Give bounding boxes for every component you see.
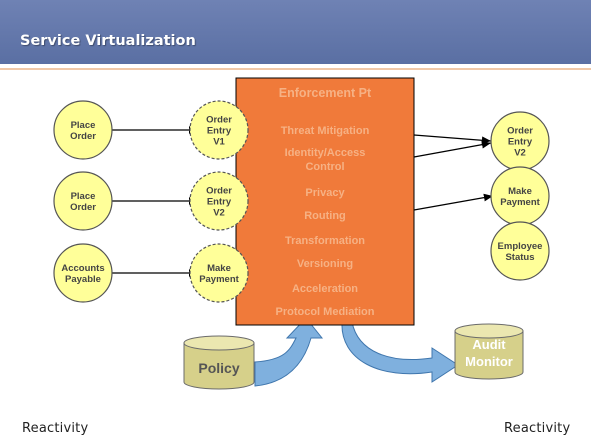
place-order-2-circle xyxy=(53,171,113,231)
place-order-2-label-line-2: Order xyxy=(70,202,96,213)
arrow-enforcement-to-order-entry-v2-a xyxy=(413,134,492,145)
policy-store-label-line-1: Policy xyxy=(198,360,239,376)
enforcement-item-6: Versioning xyxy=(297,258,353,270)
make-payment-backend-label-line-1: Make xyxy=(508,186,532,197)
accounts-payable-label-line-1: Accounts xyxy=(61,263,104,274)
reactivity-logo-right: Reactivity xyxy=(504,421,571,436)
enforcement-item-1: Threat Mitigation xyxy=(281,125,370,137)
place-order-1-label-line-1: Place xyxy=(71,120,96,131)
reactivity-logo-left: Reactivity xyxy=(22,421,89,436)
enforcement-item-4: Routing xyxy=(304,210,346,222)
employee-status-backend-label-line-2: Status xyxy=(505,252,534,263)
enforcement-item-2-line-2: Control xyxy=(305,161,344,173)
policy-store-cylinder: Policy xyxy=(183,335,255,390)
order-entry-v2-backend-label-line-3: V2 xyxy=(514,147,526,158)
place-order-1-label-line-2: Order xyxy=(70,131,96,142)
policy-to-enforcement-flow-arrow xyxy=(254,317,324,387)
enforcement-item-7: Acceleration xyxy=(292,283,358,295)
order-entry-v2-virtual-label-line-3: V2 xyxy=(213,207,225,218)
place-order-1-circle xyxy=(53,100,113,160)
title-bar xyxy=(0,0,591,64)
enforcement-to-audit-flow-arrow xyxy=(341,321,459,383)
enforcement-item-3: Privacy xyxy=(305,187,345,199)
enforcement-item-2-line-1: Identity/Access xyxy=(285,147,366,159)
title-divider xyxy=(0,68,591,70)
make-payment-backend-label-line-2: Payment xyxy=(500,197,540,208)
accounts-payable-label-line-2: Payable xyxy=(65,274,101,285)
order-entry-v2-virtual-label-line-2: Entry xyxy=(207,196,232,207)
accounts-payable-circle xyxy=(53,243,113,303)
order-entry-v2-virtual-circle xyxy=(189,171,249,231)
order-entry-v1-virtual-label-line-1: Order xyxy=(206,114,232,125)
place-order-2-label-line-1: Place xyxy=(71,191,96,202)
audit-monitor-label-line-1: Audit xyxy=(472,337,506,352)
enforcement-item-5: Transformation xyxy=(285,235,365,247)
order-entry-v1-virtual-label-line-3: V1 xyxy=(213,136,225,147)
employee-status-backend-label-line-1: Employee xyxy=(498,241,543,252)
enforcement-point-title: Enforcement Pt xyxy=(279,86,372,100)
audit-monitor-label-line-2: Monitor xyxy=(465,354,513,369)
order-entry-v2-virtual-label-line-1: Order xyxy=(206,185,232,196)
make-payment-virtual-circle xyxy=(189,243,249,303)
employee-status-backend-circle xyxy=(490,221,550,281)
enforcement-point-box xyxy=(235,77,415,326)
make-payment-virtual-label-line-2: Payment xyxy=(199,274,239,285)
arrow-enforcement-to-order-entry-v2-b xyxy=(413,140,492,158)
make-payment-virtual-label-line-1: Make xyxy=(207,263,231,274)
order-entry-v1-virtual-label-line-2: Entry xyxy=(207,125,232,136)
order-entry-v2-backend-label-line-1: Order xyxy=(507,125,533,136)
order-entry-v1-virtual-circle xyxy=(189,100,249,160)
arrow-enforcement-to-make-payment xyxy=(413,193,494,211)
enforcement-item-8: Protocol Mediation xyxy=(276,306,375,318)
slide-title: Service Virtualization xyxy=(20,33,196,49)
order-entry-v2-backend-label-line-2: Entry xyxy=(508,136,533,147)
